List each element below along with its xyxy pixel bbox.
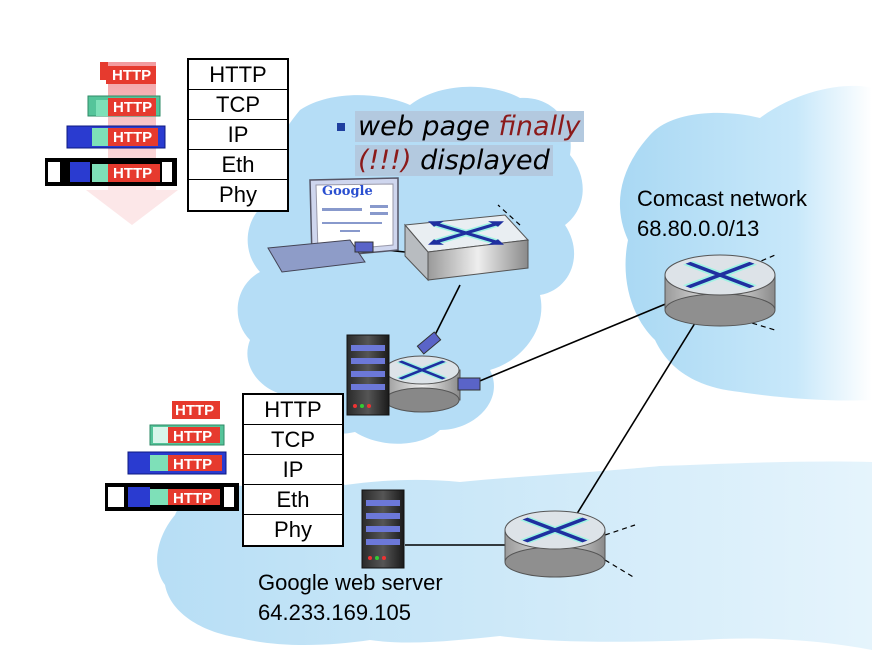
layer-eth: Eth — [244, 485, 342, 515]
comcast-router — [664, 254, 776, 327]
layer-ip: IP — [244, 455, 342, 485]
google-logo: Google — [322, 184, 373, 199]
ethernet-switch — [404, 214, 530, 282]
packet-label-2: HTTP — [113, 99, 152, 116]
bullet-text-c: (!!!) — [358, 145, 412, 176]
bullet-text-d: displayed — [411, 145, 550, 176]
layer-phy: Phy — [219, 182, 257, 207]
bottom-packets — [105, 401, 239, 511]
packet-label-8: HTTP — [173, 490, 212, 507]
layer-tcp: TCP — [244, 425, 342, 455]
google-server — [361, 489, 405, 569]
laptop — [267, 177, 399, 273]
layer-eth: Eth — [189, 150, 287, 180]
link-router-comcast — [469, 297, 681, 386]
comcast-subnet-label: 68.80.0.0/13 — [637, 216, 760, 241]
packet-label-5: HTTP — [175, 402, 214, 419]
bullet-line-1: web page finally — [355, 110, 584, 143]
layer-ip: IP — [189, 120, 287, 150]
packet-label-7: HTTP — [173, 456, 212, 473]
campus-router — [384, 331, 481, 413]
client-protocol-stack: HTTP TCP IP Eth Phy — [187, 58, 289, 212]
layer-phy: Phy — [274, 517, 312, 542]
bullet-line-2: (!!!) displayed — [355, 144, 553, 177]
layer-http: HTTP — [189, 60, 287, 90]
packet-label-6: HTTP — [173, 428, 212, 445]
bullet-text-b: finally — [498, 111, 581, 142]
campus-server — [346, 334, 390, 416]
campus-cloud — [237, 86, 583, 444]
google-server-label: Google web server — [258, 570, 443, 595]
bullet-marker — [337, 123, 345, 131]
bullet-text-a: web page — [358, 111, 499, 142]
server-protocol-stack: HTTP TCP IP Eth Phy — [242, 393, 344, 547]
google-router — [504, 510, 606, 578]
packet-label-4: HTTP — [113, 165, 152, 182]
packet-label-3: HTTP — [113, 129, 152, 146]
layer-http: HTTP — [244, 395, 342, 425]
layer-tcp: TCP — [189, 90, 287, 120]
google-ip-label: 64.233.169.105 — [258, 600, 411, 625]
link-comcast-google-router — [569, 314, 701, 526]
top-packets — [45, 62, 177, 186]
packet-label-1: HTTP — [112, 67, 151, 84]
comcast-network-label: Comcast network — [637, 186, 807, 211]
packet-labels: HTTP HTTP HTTP HTTP HTTP HTTP HTTP HTTP — [112, 67, 214, 507]
